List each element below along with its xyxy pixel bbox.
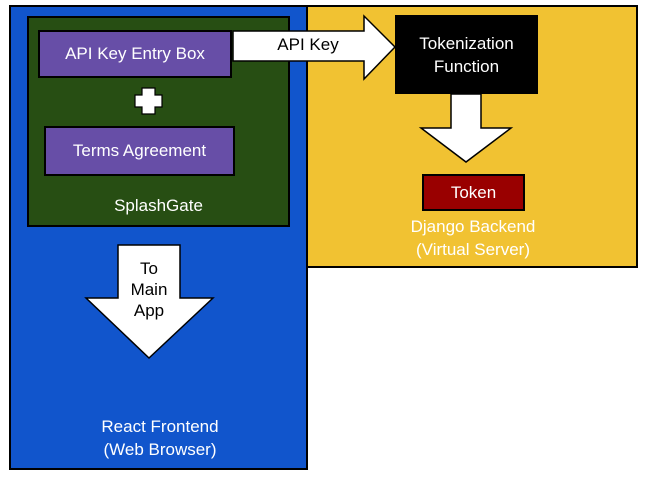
to-main-app-line3: App (133, 301, 165, 320)
to-main-app-arrow (84, 244, 215, 360)
terms-agreement-box: Terms Agreement (44, 126, 235, 176)
django-backend-label: Django Backend (Virtual Server) (380, 215, 566, 261)
django-backend-line1: Django Backend (410, 217, 536, 236)
api-key-entry-box-label: API Key Entry Box (65, 44, 205, 63)
tokenization-function-line1: Tokenization (419, 33, 514, 53)
token-box: Token (422, 174, 525, 211)
token-label: Token (450, 182, 497, 202)
plus-icon (134, 87, 163, 115)
terms-agreement-label: Terms Agreement (72, 141, 207, 160)
react-frontend-line1: React Frontend (101, 417, 219, 436)
api-key-arrow-label: API Key (277, 35, 339, 54)
tokenization-function-box: Tokenization Function (395, 15, 538, 94)
react-frontend-line2: (Web Browser) (103, 440, 217, 459)
tokenization-function-line2: Function (433, 56, 500, 76)
react-frontend-label: React Frontend (Web Browser) (60, 415, 260, 461)
to-main-app-arrow-label: To Main App (109, 258, 189, 321)
to-main-app-line2: Main (130, 280, 168, 299)
to-main-app-line1: To (140, 259, 158, 278)
splashgate-label: SplashGate (114, 196, 203, 215)
api-key-arrow (232, 14, 397, 81)
django-backend-line2: (Virtual Server) (416, 240, 530, 259)
api-key-entry-box: API Key Entry Box (38, 30, 232, 78)
function-to-token-arrow (418, 93, 514, 163)
